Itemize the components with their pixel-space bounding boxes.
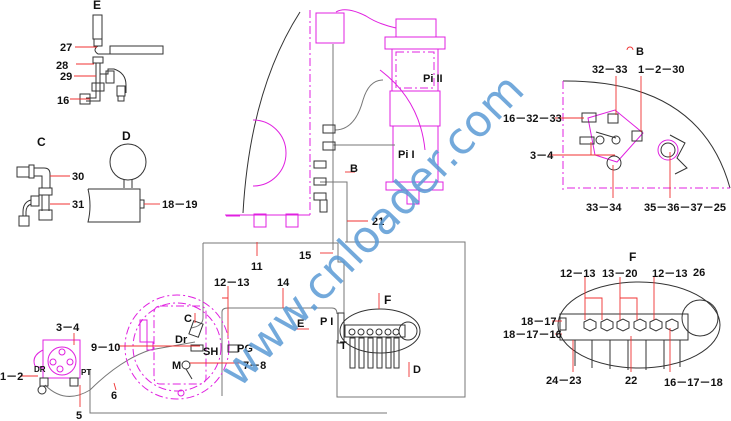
port-m: M	[172, 360, 181, 372]
callout-b: B	[350, 163, 358, 175]
callout: 13－20	[602, 268, 637, 280]
port-sh: SH	[203, 346, 218, 358]
callout: 26	[693, 267, 705, 279]
callout: 27	[60, 42, 72, 54]
callout: 14	[277, 277, 290, 289]
callout: 1－2	[0, 371, 23, 383]
callout: 33－34	[586, 202, 622, 214]
callout: 18－17	[521, 316, 556, 328]
callout: 29	[60, 71, 72, 83]
callout: 21	[372, 216, 384, 228]
port-pg: PG	[237, 343, 253, 355]
callout: 11	[251, 261, 263, 273]
callout: 32－33	[592, 64, 627, 76]
callout: 16－32－33	[503, 113, 562, 125]
callout: 12－13	[652, 268, 687, 280]
detail-e: E 27 28 29 16	[56, 0, 164, 107]
pump-label-pi2: Pi II	[423, 73, 443, 85]
callout: 28	[56, 60, 68, 72]
detail-d-title: D	[122, 129, 131, 143]
detail-c-title: C	[37, 135, 46, 149]
callout: 6	[111, 390, 117, 402]
callout: 1－2－30	[638, 64, 684, 76]
gauge-icon	[109, 143, 147, 181]
callout: 16－17－18	[664, 377, 723, 389]
callout: 15	[299, 250, 311, 262]
port-p1: P I	[320, 316, 333, 328]
callout: 12－13	[560, 268, 595, 280]
detail-e-title: E	[93, 0, 101, 12]
detail-f-title: F	[629, 250, 636, 264]
callout: 22	[625, 375, 637, 387]
callout: 18－17－16	[503, 329, 562, 341]
watermark: www.cnloader.com	[211, 64, 535, 397]
port-pt-small: PT	[81, 368, 91, 377]
tube	[109, 45, 164, 55]
callout: 7－8	[243, 360, 266, 372]
detail-f: F 12－13 13－20 12－13 26 18－17 18－17－16 24…	[503, 250, 723, 389]
detail-d: D 18－19	[87, 129, 240, 223]
callout: 35－36－37－25	[644, 202, 726, 214]
callout-e: E	[297, 318, 304, 330]
detail-b-title: B	[636, 46, 644, 58]
callout: 30	[72, 171, 84, 183]
main-view: Pi II Pi I B 21 11 15 12－13 14 E	[0, 9, 466, 421]
callout: 3－4	[530, 150, 554, 162]
port-dr: Dr	[175, 334, 188, 346]
callout: 3－4	[56, 322, 80, 334]
detail-b: B 32－33 1－2－30 16－32－33 3－4 33－34 35－36－…	[503, 46, 731, 214]
callout: 31	[72, 199, 84, 211]
callout-d: D	[413, 364, 421, 376]
callout: 5	[76, 410, 82, 421]
tube	[92, 14, 103, 40]
callout: 9－10	[91, 342, 120, 354]
port-dr-small: DR	[34, 365, 46, 374]
callout-c: C	[184, 313, 192, 325]
callout: 16	[57, 95, 69, 107]
callout: 18－19	[162, 199, 197, 211]
port-t: T	[340, 340, 347, 352]
callout-f: F	[384, 293, 391, 307]
pump-label-pi1: Pi I	[398, 149, 415, 161]
callout: 24－23	[546, 375, 581, 387]
detail-c: C 30 31	[16, 135, 84, 227]
callout: 12－13	[214, 277, 249, 289]
